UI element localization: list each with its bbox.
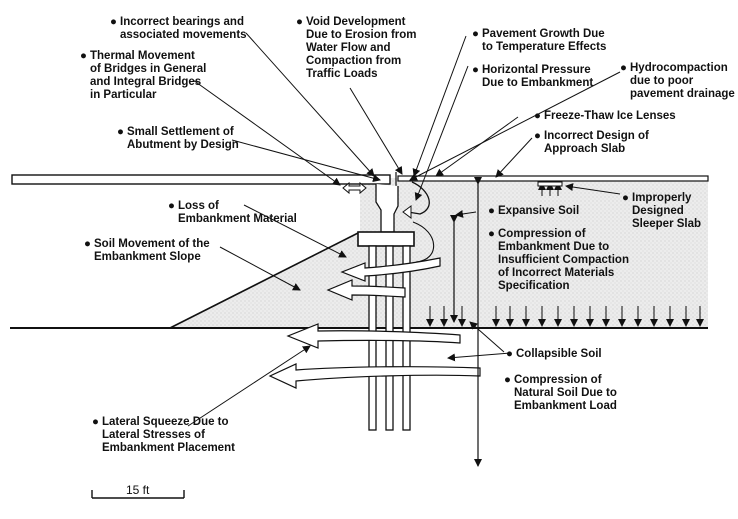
bullet-icon: ● bbox=[620, 62, 627, 74]
approach-slab bbox=[397, 175, 709, 182]
bullet-icon: ● bbox=[534, 110, 541, 122]
label-compression-natural: ●Compression of Natural Soil Due to Emba… bbox=[504, 374, 617, 412]
label-horizontal-pressure: ●Horizontal Pressure Due to Embankment bbox=[472, 64, 594, 89]
label-small-settlement: ●Small Settlement of Abutment by Design bbox=[117, 126, 239, 151]
bridge-deck bbox=[11, 174, 391, 185]
scale-bar-label: 15 ft bbox=[126, 483, 150, 497]
label-soil-movement: ●Soil Movement of the Embankment Slope bbox=[84, 238, 210, 263]
label-loss-embankment: ●Loss of Embankment Material bbox=[168, 200, 297, 225]
scale-bar bbox=[91, 490, 185, 499]
thermal-double-arrow bbox=[342, 181, 367, 195]
bullet-icon: ● bbox=[117, 126, 124, 138]
bullet-icon: ● bbox=[622, 192, 629, 204]
hollow-arrow bbox=[286, 323, 461, 349]
bullet-icon: ● bbox=[534, 130, 541, 142]
hollow-arrows bbox=[268, 257, 481, 389]
bullet-icon: ● bbox=[504, 374, 511, 386]
bullet-icon: ● bbox=[488, 228, 495, 240]
sleeper-slab bbox=[537, 181, 563, 187]
label-void-development: ●Void Development Due to Erosion from Wa… bbox=[296, 16, 417, 80]
bullet-icon: ● bbox=[84, 238, 91, 250]
label-pavement-growth: ●Pavement Growth Due to Temperature Effe… bbox=[472, 28, 607, 53]
label-thermal-movement: ●Thermal Movement of Bridges in General … bbox=[80, 50, 207, 101]
bullet-icon: ● bbox=[506, 348, 513, 360]
label-freeze-thaw: ●Freeze-Thaw Ice Lenses bbox=[534, 110, 676, 122]
label-incorrect-bearings: ●Incorrect bearings and associated movem… bbox=[110, 16, 247, 41]
label-collapsible-soil: ●Collapsible Soil bbox=[506, 348, 602, 360]
bullet-icon: ● bbox=[472, 28, 479, 40]
label-lateral-squeeze: ●Lateral Squeeze Due to Lateral Stresses… bbox=[92, 416, 235, 454]
bullet-icon: ● bbox=[110, 16, 117, 28]
leader-lines bbox=[187, 32, 621, 427]
bullet-icon: ● bbox=[80, 50, 87, 62]
bullet-icon: ● bbox=[296, 16, 303, 28]
void-swirl-arrow bbox=[407, 181, 430, 215]
embankment-fill bbox=[170, 178, 708, 328]
bullet-icon: ● bbox=[488, 205, 495, 217]
label-compression-embankment: ●Compression of Embankment Due to Insuff… bbox=[488, 228, 629, 292]
label-expansive-soil: ●Expansive Soil bbox=[488, 205, 580, 217]
bullet-icon: ● bbox=[168, 200, 175, 212]
settlement-arrows bbox=[426, 306, 704, 327]
bullet-icon: ● bbox=[92, 416, 99, 428]
hollow-arrow bbox=[340, 257, 441, 282]
hollow-arrow bbox=[326, 279, 406, 301]
bullet-icon: ● bbox=[472, 64, 479, 76]
label-incorrect-design: ●Incorrect Design of Approach Slab bbox=[534, 130, 649, 155]
pile-cap bbox=[357, 231, 415, 247]
label-improper-sleeper: ●Improperly Designed Sleeper Slab bbox=[622, 192, 702, 230]
hollow-arrow bbox=[268, 363, 481, 389]
label-hydrocompaction: ●Hydrocompaction due to poor pavement dr… bbox=[620, 62, 735, 100]
